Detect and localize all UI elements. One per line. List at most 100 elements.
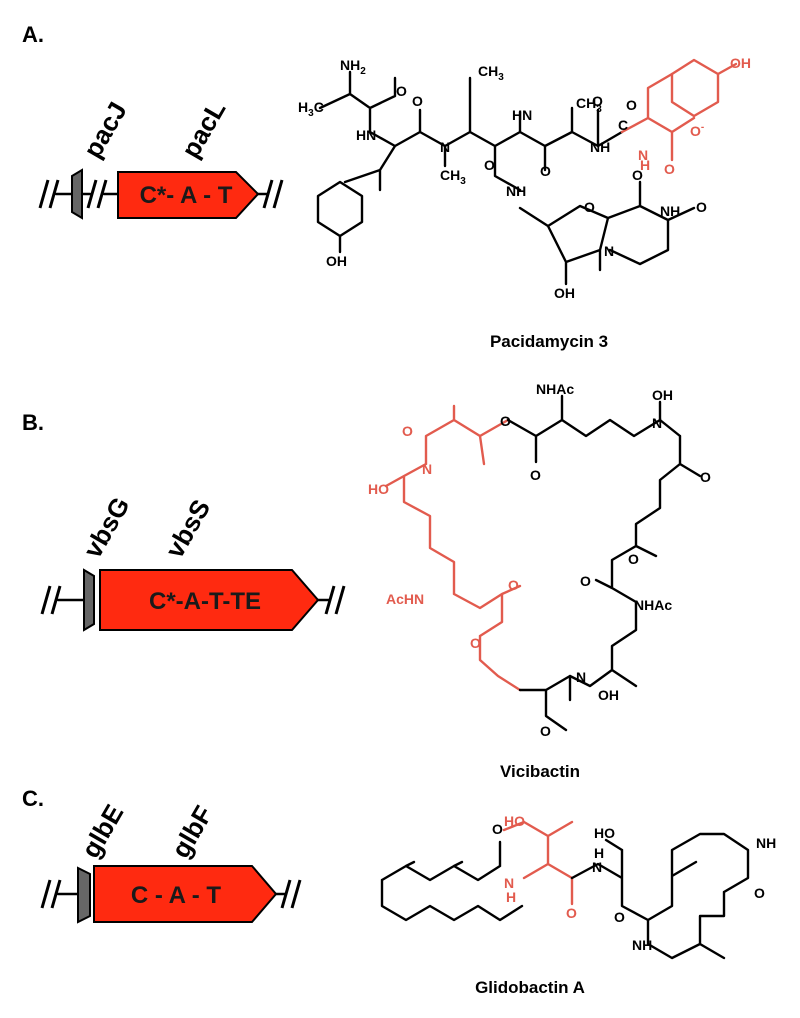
break-mark-right [280,879,302,909]
atom-ho-red: HO [368,481,389,497]
panel-a: A. C*- A - T pacJ pacL [22,22,751,351]
macrocycle-bonds [570,832,750,960]
domain-architecture: C - A - T [131,882,222,909]
atom-hn: HN [356,127,376,143]
atom-achn-red: AcHN [386,591,424,607]
red-bonds [620,72,696,162]
atom-oh: OH [326,253,347,269]
atom-ch3: CH3 [440,167,466,187]
atom-ho-red: HO [504,813,525,829]
atom-o: O [696,199,707,215]
break-mark-left [38,179,60,209]
atom-ho: HO [594,825,615,841]
atom-o: O [614,909,625,925]
red-bonds [384,404,522,692]
break-mark-left [40,585,62,615]
atom-nh: NH [590,139,610,155]
atom-nh2: NH2 [340,57,366,77]
atom-nh: NH [756,835,776,851]
gene-cluster-a: C*- A - T pacJ pacL [38,95,284,220]
red-bonds [502,820,574,906]
atom-o: O [492,821,503,837]
atom-o: O [632,167,643,183]
compound-name-c: Glidobactin A [475,978,585,997]
atom-n: N [576,669,586,685]
atom-o: O [412,93,423,109]
atom-oh: OH [554,285,575,301]
gene-label-small: glbE [75,799,129,863]
atom-n: N [440,139,450,155]
atom-o-red: O [566,905,577,921]
atom-o: O [700,469,711,485]
atom-c: C [618,117,628,133]
skeleton-bonds [506,394,702,732]
gene-label-main: glbF [165,800,218,863]
skeleton-bonds [318,70,624,192]
atom-o: O [540,163,551,179]
atom-nhac: NHAc [634,597,672,613]
atom-h3c: H3C [298,99,324,119]
break-mark-left [40,879,62,909]
atom-hn: HN [512,107,532,123]
atom-o: O [628,551,639,567]
atom-o-red: O [470,635,481,651]
pacidamycin-structure: NH2 H3C O HN O N CH3 CH3 O HN NH O CH3 N… [298,55,751,351]
nrps-gene-arrow [93,865,278,923]
atom-o-minus-red: O- [690,122,704,139]
break-mark-mid [86,179,108,209]
atom-o: O [540,723,551,739]
vicibactin-structure: O N HO AcHN O O O O NHAc OH N O O O NHAc… [368,381,711,781]
gene-cluster-b: C*-A-T-TE vbsG vbsS [40,492,346,632]
small-gene-arrow [71,168,83,220]
gene-label-small: pacJ [77,97,133,163]
atom-oh: OH [652,387,673,403]
atom-o-red: O [664,161,675,177]
atom-oh: OH [598,687,619,703]
break-mark-right [324,585,346,615]
phenol-ring [316,180,364,238]
atom-o: O [584,199,595,215]
atom-o-red: O [508,577,519,593]
gene-label-main: vbsS [159,494,216,563]
gene-label-small: vbsG [77,492,135,563]
atom-nh: NH [632,937,652,953]
red-oh-bond [716,62,738,76]
nucleoside-bonds [518,180,696,286]
atom-o: O [500,413,511,429]
domain-architecture: C*- A - T [140,182,233,209]
panel-b: B. C*-A-T-TE vbsG vbsS O N HO AcHN O O O [22,381,711,781]
panel-label-a: A. [22,22,44,47]
domain-architecture: C*-A-T-TE [149,588,261,615]
atom-n: N [604,243,614,259]
atom-o: O [626,97,637,113]
break-mark-right [262,179,284,209]
atom-o-red: O [402,423,413,439]
atom-nh: NH [506,183,526,199]
nrps-gene-arrow [117,171,260,219]
atom-oh-red: OH [730,55,751,71]
compound-name-a: Pacidamycin 3 [490,332,608,351]
atom-ch3: CH3 [478,63,504,83]
nrps-gene-arrow [99,569,320,631]
atom-o: O [396,83,407,99]
atom-n-red: N [422,461,432,477]
atom-o: O [530,467,541,483]
atom-nhac: NHAc [536,381,574,397]
small-gene-arrow [77,866,91,924]
atom-o: O [580,573,591,589]
red-phenol-ring [670,58,720,118]
compound-name-b: Vicibactin [500,762,580,781]
atom-o: O [484,157,495,173]
lipid-tail-bonds [380,840,524,922]
gene-label-main: pacL [175,95,231,163]
atom-nh: NH [660,203,680,219]
atom-o: O [754,885,765,901]
gene-cluster-c: C - A - T glbE glbF [40,799,302,924]
atom-o: O [592,93,603,109]
